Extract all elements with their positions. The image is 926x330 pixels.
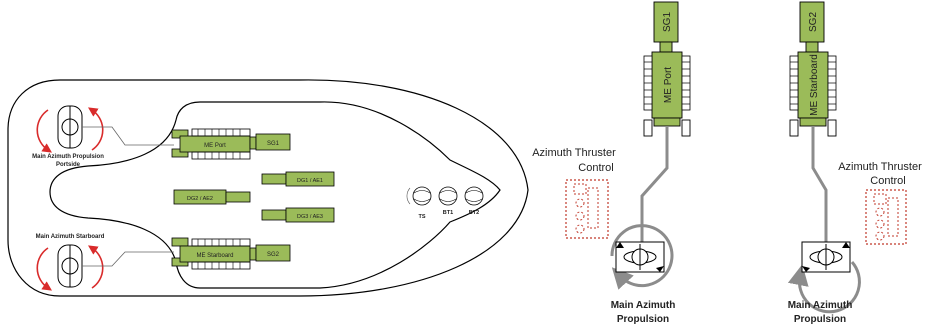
bt2-thruster	[464, 186, 484, 206]
me-starboard-label: ME Starboard	[196, 253, 233, 259]
me-port-label: ME Port	[204, 143, 226, 149]
port-propulsion-subtitle: Propulsion	[617, 314, 669, 325]
sg1-box: SG1	[255, 133, 291, 151]
starboard-propulsion-label: Main Azimuth Starboard	[36, 234, 105, 240]
port-me-block: ME Port	[643, 51, 691, 119]
starboard-drivetrain: SG2 ME Starboard	[787, 1, 922, 325]
port-drivetrain: SG1 ME Port	[532, 1, 691, 325]
dg3-unit: DG3 / AE3	[261, 207, 335, 223]
thrusters: TS BT1 BT2	[406, 186, 484, 220]
port-propulsion-label: Main Azimuth Propulsion	[32, 154, 104, 160]
port-sg-box: SG1	[653, 1, 679, 43]
starboard-control-label: Azimuth Thruster	[838, 161, 922, 173]
sg2-box: SG2	[255, 244, 291, 262]
port-propulsion-sublabel: Portside	[56, 162, 81, 168]
ts-label: TS	[418, 214, 425, 220]
starboard-propulsion-unit	[36, 244, 174, 291]
sg2-label: SG2	[267, 252, 280, 258]
port-me-label: ME Port	[663, 67, 674, 103]
sg1-label: SG1	[267, 141, 280, 147]
dg2-unit: DG2 / AE2	[173, 189, 251, 205]
starboard-sg-box: SG2	[799, 1, 825, 43]
bt2-label: BT2	[469, 210, 479, 216]
port-control-label: Azimuth Thruster	[532, 147, 616, 159]
bt1-thruster	[438, 186, 458, 206]
starboard-azimuth-pod	[787, 241, 861, 314]
dg3-label: DG3 / AE3	[297, 214, 323, 220]
starboard-propulsion-title: Main Azimuth	[788, 300, 853, 311]
starboard-control-sublabel: Control	[870, 175, 905, 187]
hull-overview: Main Azimuth Propulsion Portside Main Az…	[7, 79, 529, 297]
port-propulsion-title: Main Azimuth	[611, 300, 676, 311]
inner-hull	[49, 101, 501, 289]
ts-thruster	[406, 186, 432, 206]
starboard-control-panel	[865, 189, 907, 245]
port-propulsion-unit	[36, 105, 174, 153]
starboard-sg-label: SG2	[808, 12, 819, 32]
starboard-propulsion-subtitle: Propulsion	[794, 314, 846, 325]
outer-hull	[7, 79, 529, 297]
dg1-label: DG1 / AE1	[297, 178, 323, 184]
bt1-label: BT1	[443, 210, 453, 216]
me-port-engine: ME Port	[171, 128, 251, 160]
starboard-me-label: ME Starboard	[809, 54, 820, 116]
me-starboard-engine: ME Starboard	[171, 237, 251, 270]
port-control-sublabel: Control	[578, 162, 613, 174]
starboard-me-block: ME Starboard	[789, 51, 837, 119]
port-azimuth-pod	[610, 224, 674, 290]
dg2-label: DG2 / AE2	[187, 196, 213, 202]
dg1-unit: DG1 / AE1	[261, 171, 335, 187]
port-control-panel	[565, 179, 609, 239]
port-sg-label: SG1	[662, 12, 673, 32]
